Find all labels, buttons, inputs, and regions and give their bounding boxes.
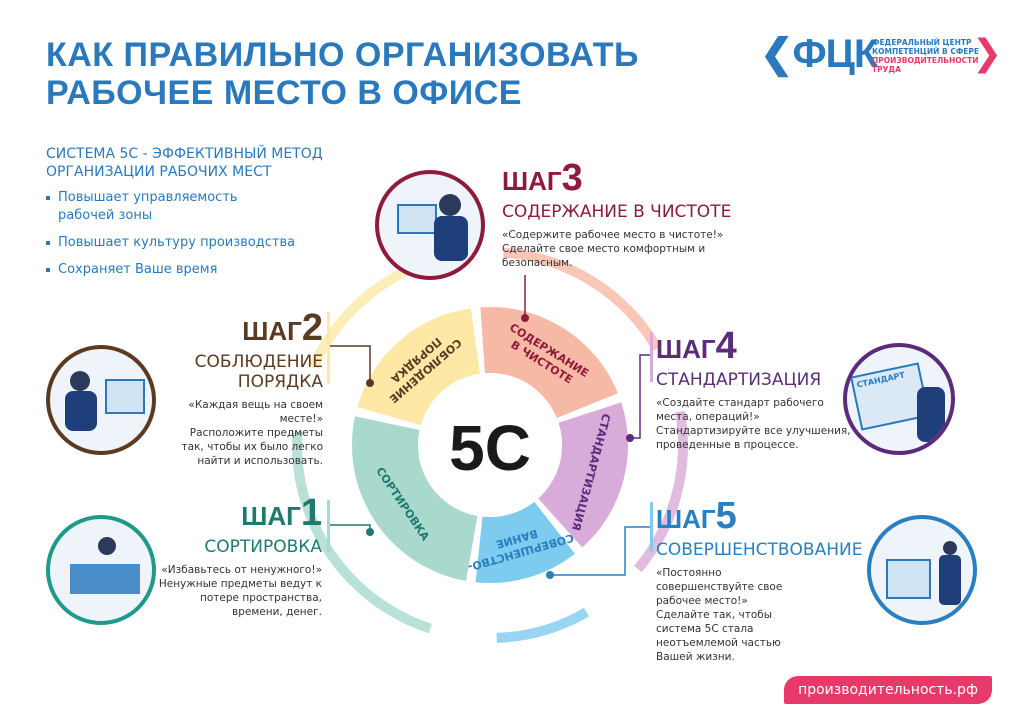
illustration-standard-board: СТАНДАРТ (843, 343, 955, 455)
connector-line (328, 345, 371, 383)
connector-dot (626, 434, 634, 442)
outer-arc (503, 247, 662, 351)
step-4: ШАГ4 СТАНДАРТИЗАЦИЯ «Создайте стандарт р… (656, 325, 851, 451)
outer-arc (496, 607, 589, 643)
page-title: КАК ПРАВИЛЬНО ОРГАНИЗОВАТЬ РАБОЧЕЕ МЕСТО… (46, 36, 639, 112)
website-link[interactable]: производительность.рф (784, 676, 992, 704)
connector-dot (366, 528, 374, 536)
benefit-item: Повышает культуру производства (46, 234, 366, 252)
divider (327, 312, 330, 384)
chevron-right-icon: ❯ (972, 33, 1003, 74)
divider (650, 502, 653, 552)
benefit-item: Сохраняет Ваше время (46, 261, 366, 279)
step-1: ШАГ1 СОРТИРОВКА «Избавьтесь от ненужного… (158, 492, 322, 618)
connector-dot (546, 571, 554, 579)
benefit-item: Повышает управляемость рабочей зоны (46, 189, 256, 225)
divider (327, 500, 330, 552)
step-5: ШАГ5 СОВЕРШЕНСТВОВАНИЕ «Постоянно соверш… (656, 495, 863, 663)
logo-letters: ❮ФЦК (760, 32, 878, 76)
step-3: ШАГ3 СОДЕРЖАНИЕ В ЧИСТОТЕ «Содержите раб… (502, 157, 732, 269)
segment-improvement (475, 501, 575, 583)
illustration-order-desk (46, 345, 156, 455)
connector-dot (366, 379, 374, 387)
outer-arc (634, 410, 688, 573)
center-label: 5С (449, 412, 531, 484)
connector-line (328, 524, 371, 532)
outer-arc (292, 431, 432, 634)
divider (650, 332, 653, 382)
connector-line (550, 526, 650, 576)
illustration-sorting-office (46, 515, 156, 625)
illustration-improvement-office (867, 515, 977, 625)
connector-dot (521, 314, 529, 322)
segment-order (357, 308, 480, 426)
segment-cleanliness (480, 306, 618, 419)
segment-sorting (352, 416, 478, 581)
illustration-cleaning-desk (375, 170, 485, 280)
segment-standardization (538, 402, 628, 548)
benefits-list: Повышает управляемость рабочей зоны Повы… (46, 189, 366, 279)
connector-line (630, 354, 650, 439)
